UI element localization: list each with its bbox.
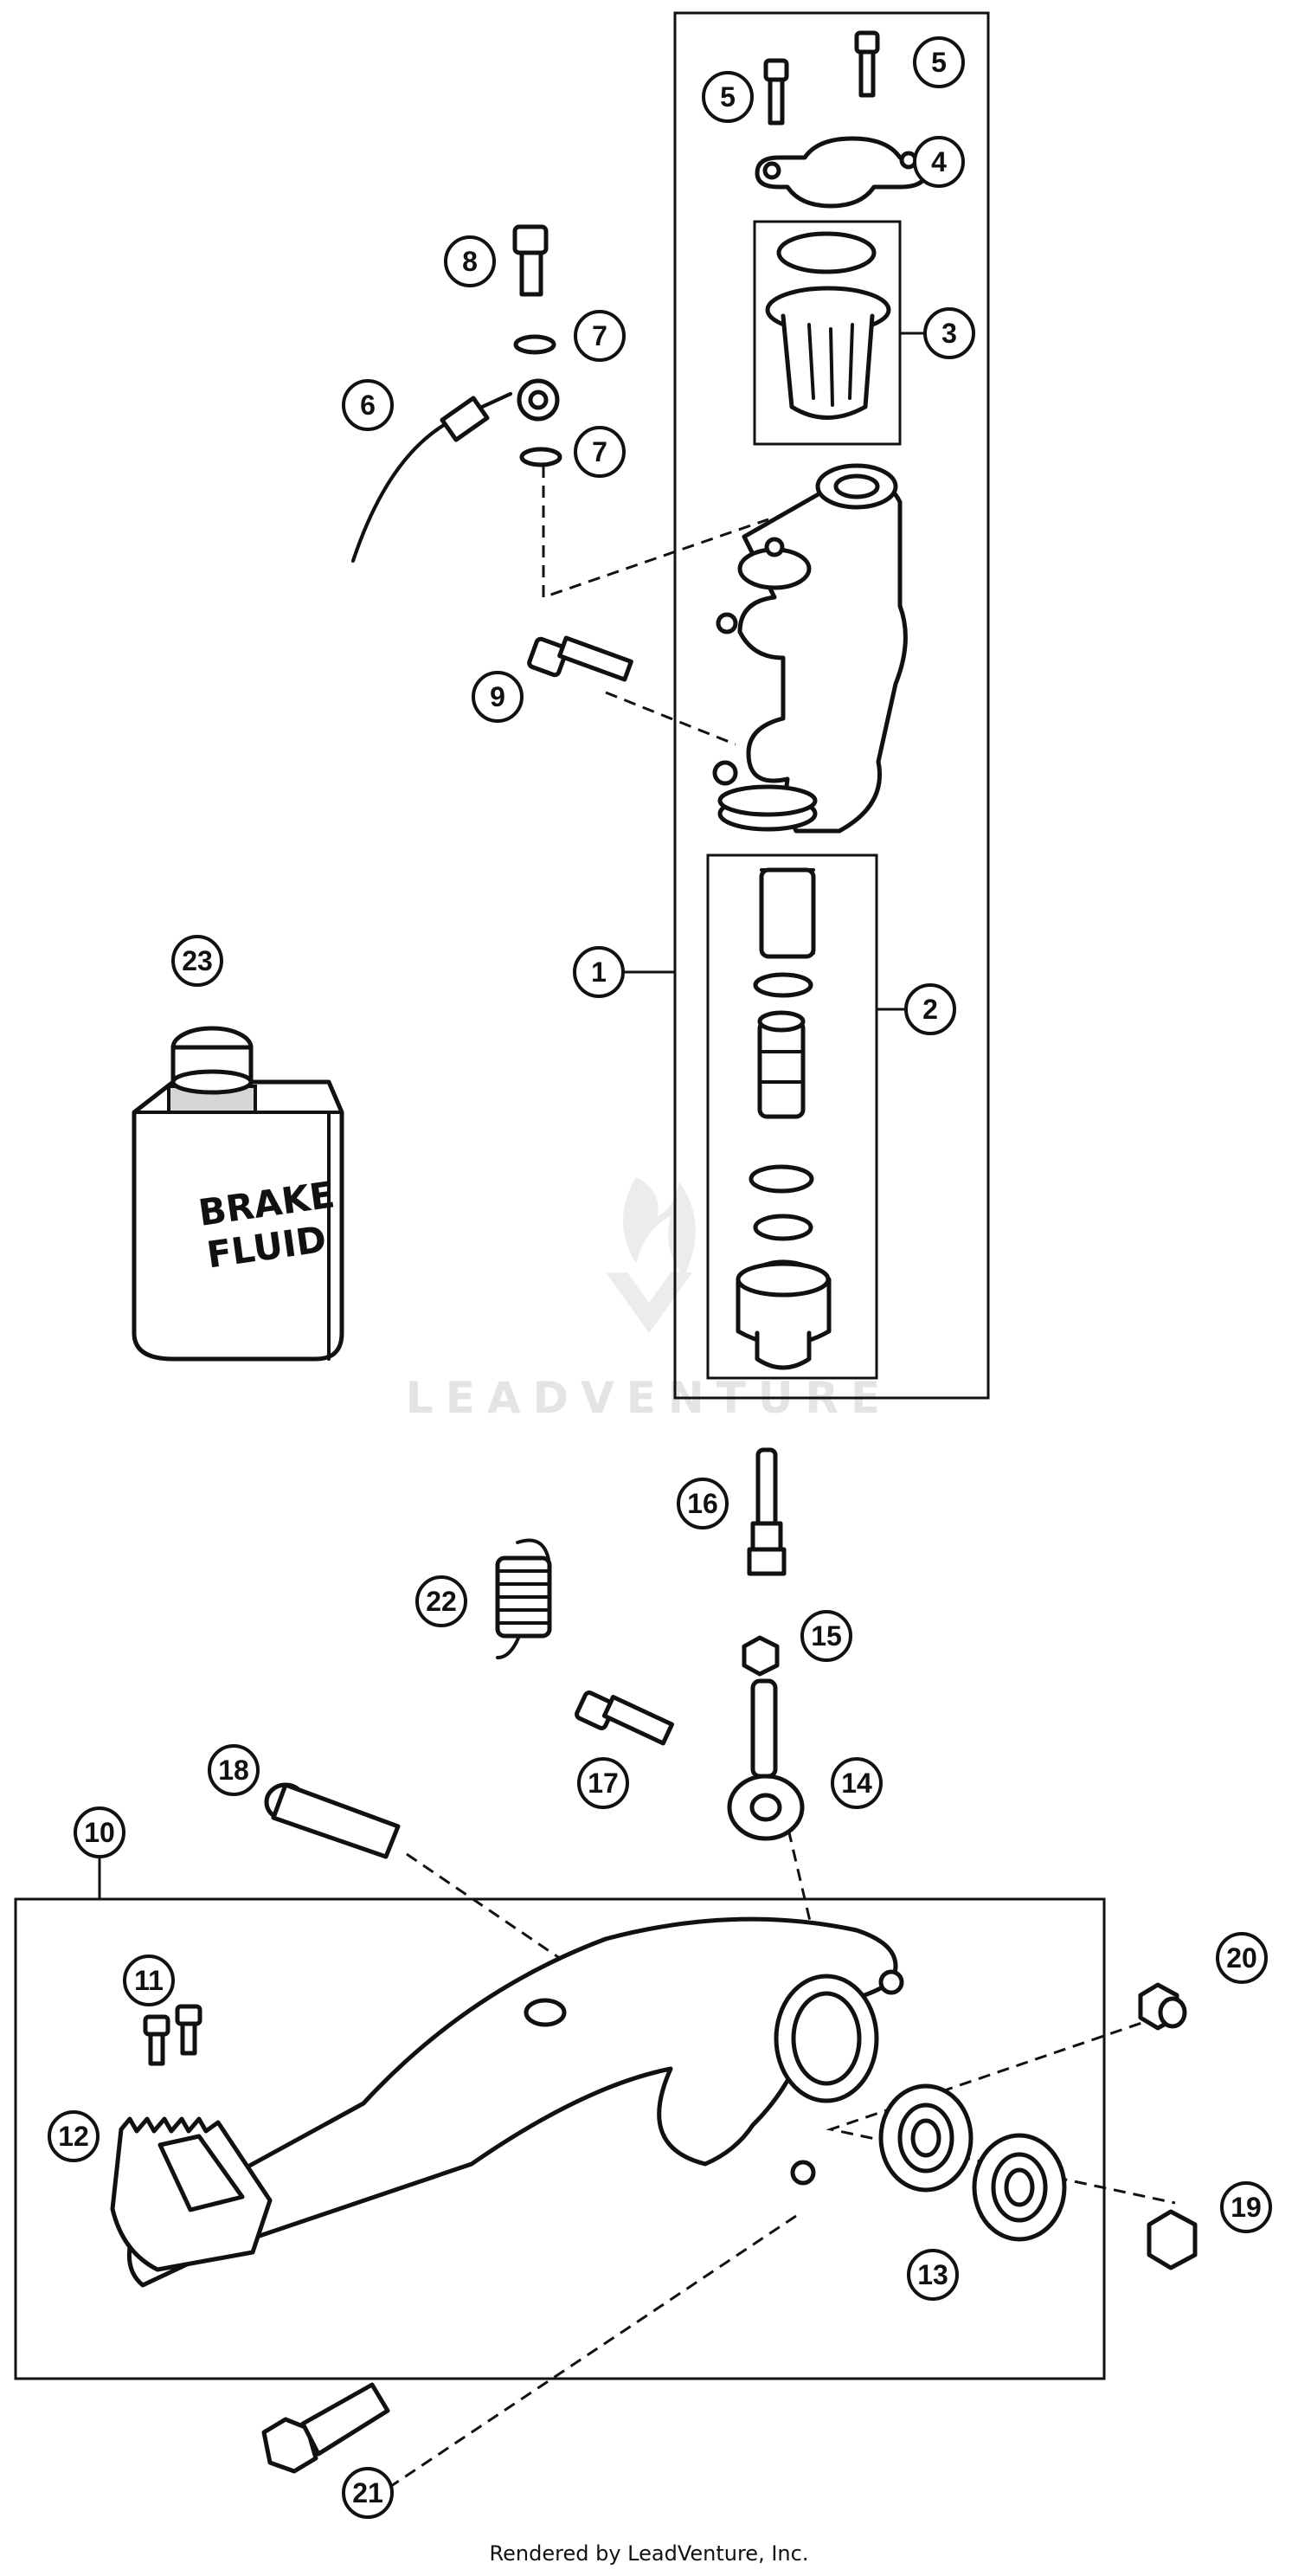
callout-6[interactable]: 6 [342,379,394,431]
nut-part-19 [1147,2209,1198,2270]
pin-part-18 [264,1782,401,1859]
callout-17[interactable]: 17 [577,1757,629,1809]
screw-part-5a [763,58,789,126]
svg-text:5: 5 [931,47,947,78]
callout-23[interactable]: 23 [171,935,223,987]
pedal-group-frame [14,1897,1106,2380]
svg-text:19: 19 [1231,2192,1262,2223]
svg-text:12: 12 [58,2121,89,2152]
callout-8[interactable]: 8 [444,235,496,287]
step-plate-part-12 [110,2116,273,2272]
callout-11[interactable]: 11 [123,1955,175,2006]
svg-text:5: 5 [720,81,736,113]
callout-3[interactable]: 3 [923,307,975,359]
svg-text:10: 10 [84,1817,115,1848]
callout-4[interactable]: 4 [913,136,965,188]
bolt-part-17 [575,1690,675,1746]
callout-22[interactable]: 22 [415,1575,467,1627]
svg-text:2: 2 [922,994,938,1025]
callout-12[interactable]: 12 [48,2110,100,2162]
screws-part-11 [143,2004,202,2066]
svg-text:11: 11 [134,1965,164,1996]
callout-5a[interactable]: 5 [702,71,754,123]
callout-2[interactable]: 2 [904,983,956,1035]
callout-5b[interactable]: 5 [913,36,965,88]
reservoir-part-3 [765,231,891,420]
callout-7b[interactable]: 7 [574,426,626,478]
svg-text:8: 8 [462,246,478,277]
brake-fluid-can-part-23: BRAKE FLUID [132,1026,344,1362]
pushrod-part-16 [747,1447,787,1576]
bearings-part-13 [878,2083,1067,2242]
piston-kit-part-2 [736,867,832,1370]
credit-text: Rendered by LeadVenture, Inc. [490,2541,809,2566]
callout-13[interactable]: 13 [907,2249,959,2301]
svg-text:21: 21 [352,2477,383,2508]
svg-text:16: 16 [687,1488,718,1519]
brake-line-part-6 [351,378,560,563]
svg-text:7: 7 [592,436,607,467]
callout-15[interactable]: 15 [800,1610,852,1662]
svg-text:18: 18 [218,1755,249,1786]
svg-text:23: 23 [182,945,213,976]
callout-14[interactable]: 14 [831,1757,883,1809]
banjo-bolt-part-8 [512,224,549,297]
callout-18[interactable]: 18 [208,1744,260,1796]
svg-text:6: 6 [360,390,376,421]
svg-text:17: 17 [588,1768,619,1799]
svg-text:13: 13 [917,2259,948,2290]
svg-text:3: 3 [941,318,957,349]
svg-text:4: 4 [931,146,947,177]
master-cylinder-body-part-1 [712,463,908,834]
callout-1[interactable]: 1 [573,946,625,998]
callout-19[interactable]: 19 [1220,2181,1272,2233]
callout-16[interactable]: 16 [677,1478,729,1530]
washer-part-7a [513,334,556,355]
svg-text:14: 14 [841,1768,872,1799]
callout-21[interactable]: 21 [342,2467,394,2519]
washer-part-7b [519,447,562,467]
master-cylinder-frame [673,11,990,1400]
brake-pedal-part-10 [126,1916,904,2288]
spring-part-22 [495,1538,552,1659]
svg-text:20: 20 [1226,1942,1257,1974]
bolt-part-21 [261,2382,390,2474]
reservoir-cover-part-4 [755,136,929,209]
callout-20[interactable]: 20 [1216,1932,1268,1984]
nut-part-20 [1138,1982,1187,2031]
callout-9[interactable]: 9 [472,671,524,723]
bolt-part-9 [527,635,633,682]
callout-7a[interactable]: 7 [574,310,626,362]
svg-text:1: 1 [591,956,607,988]
svg-text:15: 15 [811,1620,842,1652]
callout-10[interactable]: 10 [74,1806,125,1858]
svg-text:9: 9 [490,681,505,712]
svg-text:22: 22 [426,1586,457,1617]
clevis-part-14 [727,1678,805,1841]
piston-kit-subframe [706,853,878,1380]
screw-part-5b [854,30,880,98]
svg-text:7: 7 [592,320,607,351]
nut-part-15 [742,1635,780,1677]
